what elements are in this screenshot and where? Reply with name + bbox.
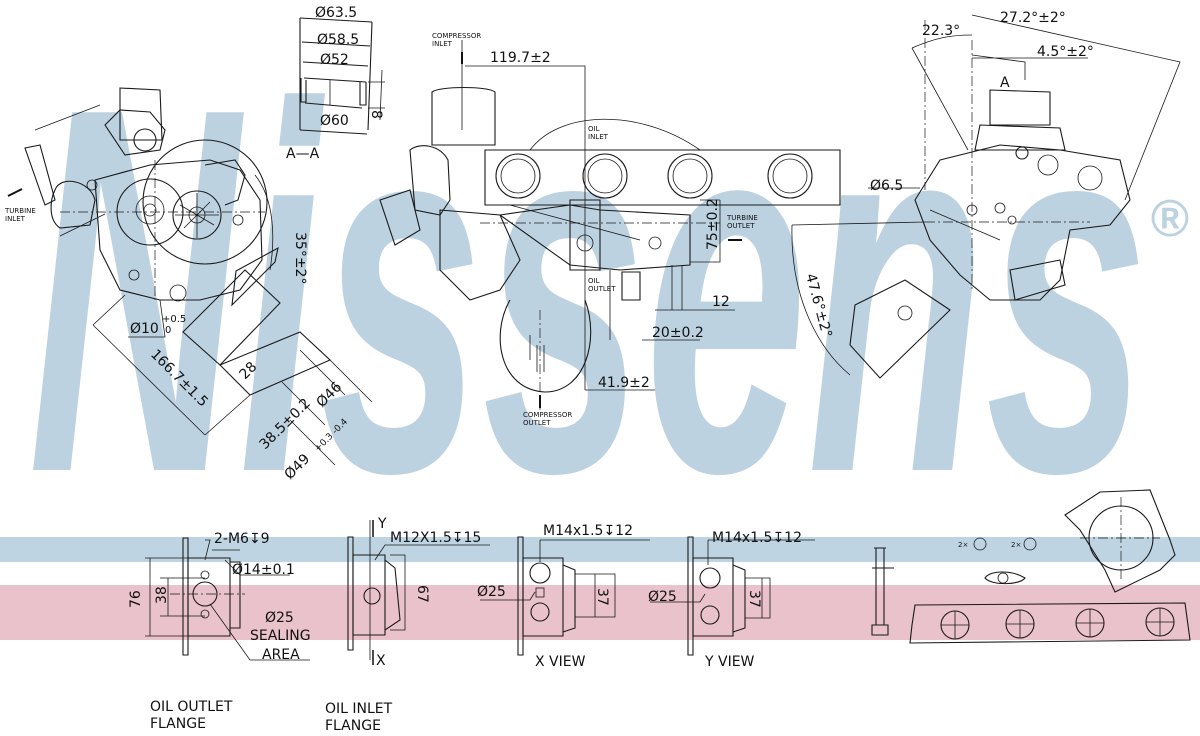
- turbine-inlet-label-2: INLET: [5, 215, 26, 223]
- dim-d10-tol-minus: 0: [165, 325, 171, 336]
- oil-outlet-label-2: OUTLET: [588, 285, 616, 293]
- dim-41-9: 41.9±2: [598, 375, 650, 391]
- oil-inlet-flange-caption: OIL INLET: [325, 701, 393, 717]
- oil-inlet-flange-drawing: [347, 520, 490, 665]
- section-a-a-drawing: [299, 17, 385, 135]
- dim-d10: Ø10: [130, 321, 159, 337]
- y-view-dim37: 37: [746, 590, 762, 608]
- oil-outlet-dim76: 76: [128, 590, 144, 608]
- oil-outlet-flange-caption: OIL OUTLET: [150, 699, 233, 715]
- oil-outlet-d14: Ø14±0.1: [232, 562, 295, 578]
- pink-band: [0, 585, 1200, 640]
- oil-inlet-label-2: INLET: [588, 133, 609, 141]
- dim-d52: Ø52: [320, 52, 349, 68]
- oil-outlet-d25: Ø25: [265, 610, 294, 626]
- dim-d58-5: Ø58.5: [317, 32, 359, 48]
- oil-outlet-thread: 2-M6↧9: [214, 531, 270, 547]
- compressor-outlet-label: COMPRESSOR: [523, 411, 572, 419]
- x-view-d25: Ø25: [477, 584, 506, 600]
- compressor-inlet-label: COMPRESSOR: [432, 32, 481, 40]
- angle-27-2: 27.2°±2°: [1000, 10, 1066, 26]
- dim-d6-5: Ø6.5: [870, 178, 903, 194]
- y-view-d25: Ø25: [648, 589, 677, 605]
- x-view-caption: X VIEW: [535, 654, 586, 670]
- gasket-set-drawing: [871, 489, 1191, 644]
- compressor-outlet-label-2: OUTLET: [523, 419, 551, 427]
- y-view-thread: M14x1.5↧12: [712, 530, 802, 546]
- y-view-caption: Y VIEW: [704, 654, 755, 670]
- oil-outlet-dim38: 38: [154, 586, 170, 604]
- dim-d63-5: Ø63.5: [315, 5, 357, 21]
- y-view-flange-drawing: [650, 536, 815, 656]
- oil-inlet-thread: M12X1.5↧15: [390, 530, 481, 546]
- dim-119-7: 119.7±2: [490, 50, 551, 66]
- nissens-watermark-logo: Nissens: [28, 0, 1148, 581]
- angle-35: 35°±2°: [292, 232, 308, 284]
- gasket-qty-1: 2×: [958, 541, 968, 549]
- dim-75: 75±0.2: [705, 198, 721, 250]
- x-view-thread: M14x1.5↧12: [543, 523, 633, 539]
- x-view-flange-drawing: [480, 536, 650, 656]
- dim-8: 8: [368, 110, 384, 119]
- dim-12: 12: [712, 294, 730, 310]
- section-a-a-label: A—A: [286, 146, 320, 162]
- right-turbo-view: [791, 14, 1181, 379]
- area-label: AREA: [262, 647, 300, 663]
- turbine-outlet-label: TURBINE: [726, 214, 758, 222]
- x-view-dim37: 37: [594, 588, 610, 606]
- x-arrow-label: X: [376, 653, 386, 669]
- turbine-inlet-label: TURBINE: [4, 207, 36, 215]
- angle-4-5: 4.5°±2°: [1037, 44, 1094, 60]
- angle-22-3: 22.3°: [922, 23, 960, 39]
- gasket-qty-2: 2×: [1011, 541, 1021, 549]
- oil-inlet-label: OIL: [588, 125, 600, 133]
- dim-d10-tol-plus: +0.5: [162, 314, 186, 325]
- middle-turbo-view: [379, 40, 841, 410]
- oil-inlet-flange-caption-2: FLANGE: [325, 718, 381, 734]
- sealing-label: SEALING: [250, 628, 311, 644]
- compressor-inlet-label-2: INLET: [432, 40, 453, 48]
- turbine-outlet-label-2: OUTLET: [727, 222, 755, 230]
- registered-mark: ®: [1150, 190, 1189, 248]
- left-turbo-view: [7, 87, 373, 466]
- y-arrow-label: Y: [377, 516, 387, 532]
- section-a-label: A: [1000, 75, 1010, 91]
- oil-outlet-flange-drawing: [145, 537, 310, 661]
- dim-20: 20±0.2: [652, 325, 704, 341]
- oil-inlet-dim67: 67: [414, 585, 430, 603]
- oil-outlet-label: OIL: [588, 277, 600, 285]
- oil-outlet-flange-caption-2: FLANGE: [150, 716, 206, 732]
- dim-d60: Ø60: [320, 113, 349, 129]
